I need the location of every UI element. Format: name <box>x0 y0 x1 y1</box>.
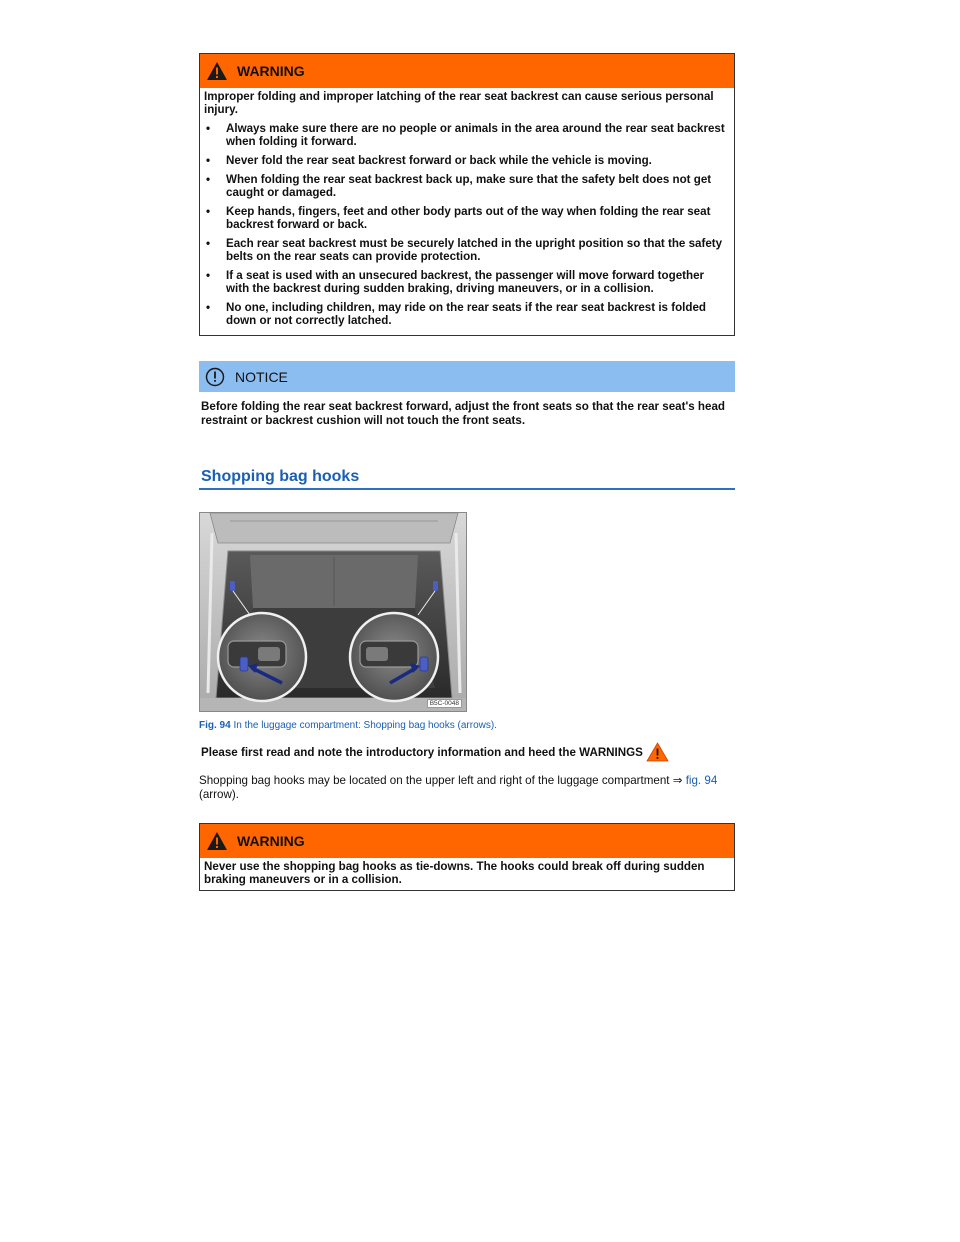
warning-title-2: WARNING <box>237 833 305 849</box>
figure-code: B5C-0048 <box>426 699 462 708</box>
warning-bullet: •No one, including children, may ride on… <box>206 301 706 327</box>
warning-title: WARNING <box>237 63 305 79</box>
warning-bullet-list: •Always make sure there are no people or… <box>204 122 730 327</box>
figure-caption-label: Fig. 94 <box>199 720 231 731</box>
warning-text-2: Never use the shopping bag hooks as tie-… <box>204 860 705 886</box>
warning-body: Improper folding and improper latching o… <box>200 88 734 335</box>
warning-box-2: WARNING Never use the shopping bag hooks… <box>199 823 735 891</box>
figure-link[interactable]: fig. 94 <box>685 774 718 787</box>
warning-triangle-icon <box>207 832 227 850</box>
luggage-compartment-illustration <box>200 513 466 711</box>
notice-title: NOTICE <box>235 368 288 385</box>
notice-text: Before folding the rear seat backrest fo… <box>201 400 725 427</box>
page-content: WARNING Improper folding and improper la… <box>199 53 735 891</box>
warning-box: WARNING Improper folding and improper la… <box>199 53 735 336</box>
warning-bullet: •Always make sure there are no people or… <box>206 122 725 148</box>
section-title: Shopping bag hooks <box>199 468 735 490</box>
shopping-bag-paragraph: Shopping bag hooks may be located on the… <box>199 774 718 801</box>
notice-header: NOTICE <box>199 361 735 392</box>
figure-caption-text: In the luggage compartment: Shopping bag… <box>233 720 497 731</box>
read-first-note: Please first read and note the introduct… <box>199 742 735 762</box>
warning-body-2: Never use the shopping bag hooks as tie-… <box>200 858 734 890</box>
warning-bullet: •Keep hands, fingers, feet and other bod… <box>206 205 711 231</box>
warning-header-2: WARNING <box>200 824 734 858</box>
warning-triangle-small-icon <box>646 742 669 762</box>
warning-bullet: •When folding the rear seat backrest bac… <box>206 173 712 199</box>
warning-bullet: •If a seat is used with an unsecured bac… <box>206 269 705 295</box>
figure-caption: Fig. 94 In the luggage compartment: Shop… <box>199 720 735 731</box>
figure-image: B5C-0048 <box>199 512 467 712</box>
read-first-text: Please first read and note the introduct… <box>201 745 643 759</box>
warning-triangle-icon <box>207 62 227 80</box>
warning-intro: Improper folding and improper latching o… <box>204 90 714 116</box>
warning-bullet: •Never fold the rear seat backrest forwa… <box>206 154 652 167</box>
warning-bullet: •Each rear seat backrest must be securel… <box>206 237 723 263</box>
warning-header: WARNING <box>200 54 734 88</box>
notice-exclamation-icon <box>205 367 225 386</box>
